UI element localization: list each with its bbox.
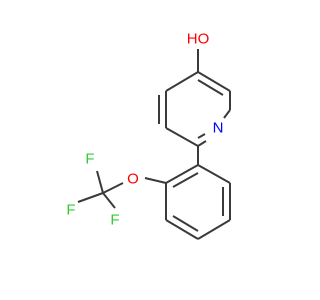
bond-c2-c3-inner [197,79,224,96]
bond-c2-c3 [197,71,231,92]
bond-layer [77,49,231,240]
bond-benzene-ether-o [144,177,167,184]
bond-c3-c4 [165,71,199,92]
bond-c6-n1-inner [197,133,206,139]
bond-benzene-4-5 [165,219,199,240]
fluorine-label: F [66,202,75,219]
bond-benzene-3-4 [197,219,231,240]
molecule-structure-diagram: HO N O F F F [0,0,300,300]
hydroxyl-label: HO [187,31,210,48]
ether-oxygen-label: O [127,171,139,188]
pyridine-nitrogen-label: N [213,120,224,137]
bond-benzene-6-1-inner [172,172,199,188]
bond-benzene-6-1 [165,164,199,184]
bond-benzene-1-2 [197,164,231,184]
atom-label-layer: HO N O F F F [66,31,223,229]
bond-c5-c6 [165,127,199,147]
bond-cf3-f1 [96,170,104,194]
fluorine-label: F [85,151,94,168]
bond-ether-o-cf3 [102,182,124,194]
canvas-background [0,0,300,300]
bond-benzene-4-5-inner [172,215,199,232]
bond-cf3-f3 [102,192,116,209]
fluorine-label: F [110,212,119,229]
bond-c6-n1 [197,140,207,147]
bond-n1-c2 [223,109,231,119]
bond-cf3-f2 [77,192,104,203]
